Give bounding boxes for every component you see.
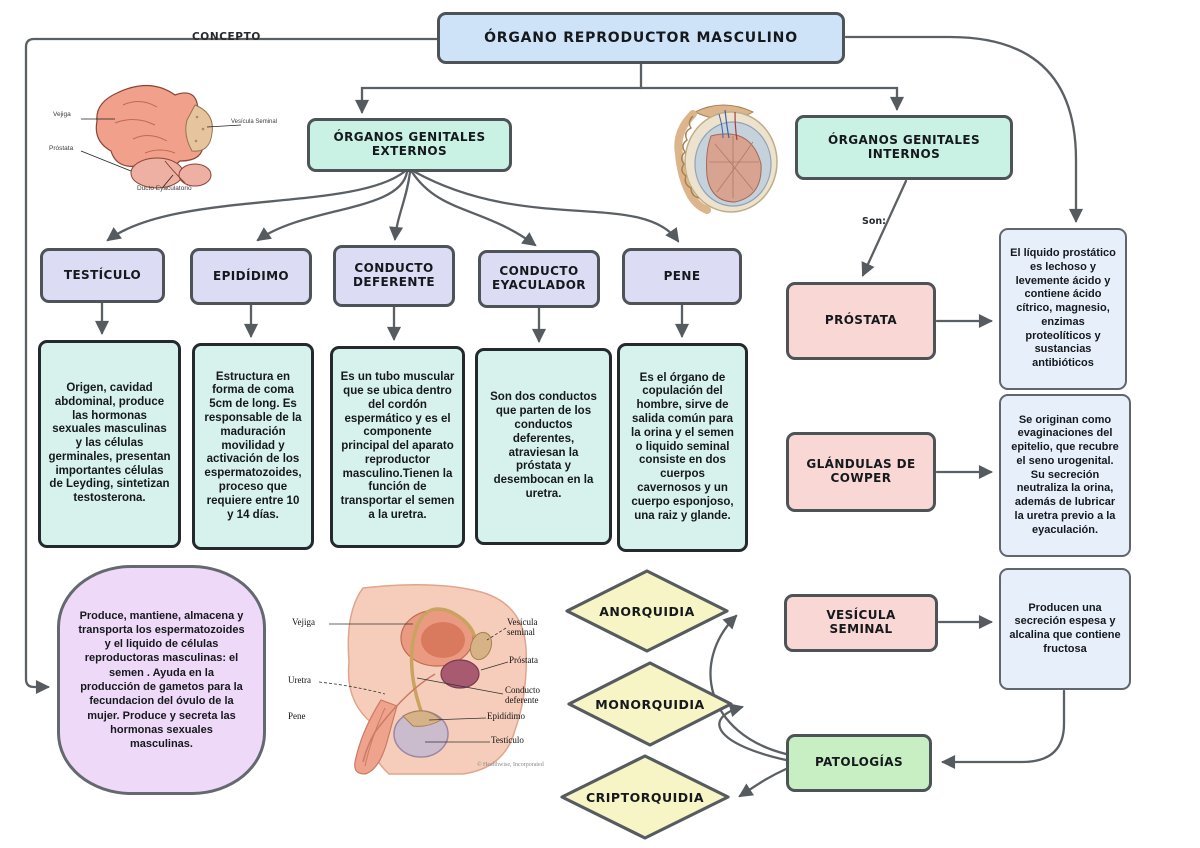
pathology-label: ANORQUIDIA (599, 603, 695, 619)
organ-glandulas-cowper: GLÁNDULAS DE COWPER (786, 432, 936, 512)
anatomy-label-vesicula: Vesícula seminal (507, 617, 538, 637)
connector-info-to-patologias (940, 689, 1066, 770)
male-anatomy-illustration: Vejiga Uretra Pene Vesícula seminal Prós… (285, 582, 557, 780)
testicle-illustration (665, 98, 785, 218)
desc-conducto-deferente: Es un tubo muscular que se ubica dentro … (330, 346, 465, 548)
male-anatomy-drawing (318, 584, 527, 775)
anatomy-label-epididimo: Epidídimo (487, 711, 525, 721)
connector-patologias-criptorquidia (738, 767, 788, 798)
connector-concepto-loop (24, 37, 439, 695)
diamond-shape (567, 661, 733, 747)
summary-note: Produce, mantiene, almacena y transporta… (57, 565, 266, 795)
patologias-node: PATOLOGÍAS (786, 734, 932, 792)
concept-anatomy-illustration: Vejiga Vesícula Seminal Próstata Ducto E… (45, 75, 280, 205)
connector-fan-eyaculador (410, 170, 537, 247)
connector-fan-deferente (389, 170, 412, 242)
desc-conducto-eyaculador: Son dos conductos que parten de los cond… (475, 348, 612, 545)
desc-pene: Es el órgano de copulación del hombre, s… (617, 343, 748, 552)
diamond-shape (560, 754, 730, 840)
concept-label-prostata: Próstata (49, 145, 74, 152)
connector-to-externos (354, 86, 643, 115)
concept-label-vejiga: Vejiga (53, 111, 71, 118)
branch-externos: ÓRGANOS GENITALES EXTERNOS (307, 118, 512, 172)
organ-pene: PENE (622, 248, 742, 305)
desc-epididimo: Estructura en forma de coma 5cm de long.… (192, 343, 314, 550)
diamond-shape (565, 569, 729, 653)
testicle-drawing (674, 104, 778, 214)
anatomy-label-vejiga: Vejiga (292, 617, 315, 627)
anatomy-label-conducto: Conducto deferente (505, 685, 540, 705)
connector-fan-epididimo (256, 170, 409, 242)
info-glandulas-cowper: Se originan como evaginaciones del epite… (999, 394, 1131, 557)
connector-title-to-prostate-info (844, 35, 1084, 224)
pathology-label: MONORQUIDIA (595, 696, 705, 712)
info-vesicula-seminal: Producen una secreción espesa y alcalina… (999, 568, 1131, 690)
organ-conducto-deferente: CONDUCTO DEFERENTE (333, 245, 455, 307)
anatomy-label-pene: Pene (288, 711, 306, 721)
concept-label-vesicula: Vesícula Seminal (231, 119, 278, 125)
desc-testiculo: Origen, cavidad abdominal, produce las h… (38, 340, 181, 548)
organ-vesicula-seminal: VESÍCULA SEMINAL (784, 594, 938, 652)
organ-prostata: PRÓSTATA (786, 282, 936, 360)
concepto-label: CONCEPTO (192, 31, 261, 43)
connector-patologias-monorquidia (718, 703, 788, 762)
organ-testiculo: TESTÍCULO (40, 248, 165, 303)
prostate-section-drawing (80, 84, 242, 189)
pathology-criptorquidia: CRIPTORQUIDIA (558, 753, 732, 841)
info-prostata: El líquido prostático es lechoso y levem… (999, 228, 1127, 390)
pathology-monorquidia: MONORQUIDIA (565, 660, 735, 748)
connector-fan-pene (413, 170, 680, 243)
anatomy-label-testiculo: Testículo (491, 735, 524, 745)
concept-label-ducto: Ducto Eyaculatorio (137, 185, 192, 192)
organ-conducto-eyaculador: CONDUCTO EYACULADOR (478, 250, 600, 308)
title-node: ÓRGANO REPRODUCTOR MASCULINO (437, 12, 845, 64)
organ-epididimo: EPIDÍDIMO (190, 248, 312, 305)
pathology-anorquidia: ANORQUIDIA (563, 568, 731, 654)
anatomy-label-prostata: Próstata (509, 655, 538, 665)
anatomy-label-uretra: Uretra (288, 675, 311, 685)
branch-internos: ÓRGANOS GENITALES INTERNOS (795, 115, 1013, 180)
anatomy-credit: © Healthwise, Incorporated (477, 762, 544, 768)
connector-fan-testiculo (106, 170, 406, 242)
connector-internos-son (861, 179, 908, 277)
connector-to-internos (639, 86, 905, 112)
son-connector-label: Son: (862, 216, 886, 227)
pathology-label: CRIPTORQUIDIA (585, 789, 705, 805)
